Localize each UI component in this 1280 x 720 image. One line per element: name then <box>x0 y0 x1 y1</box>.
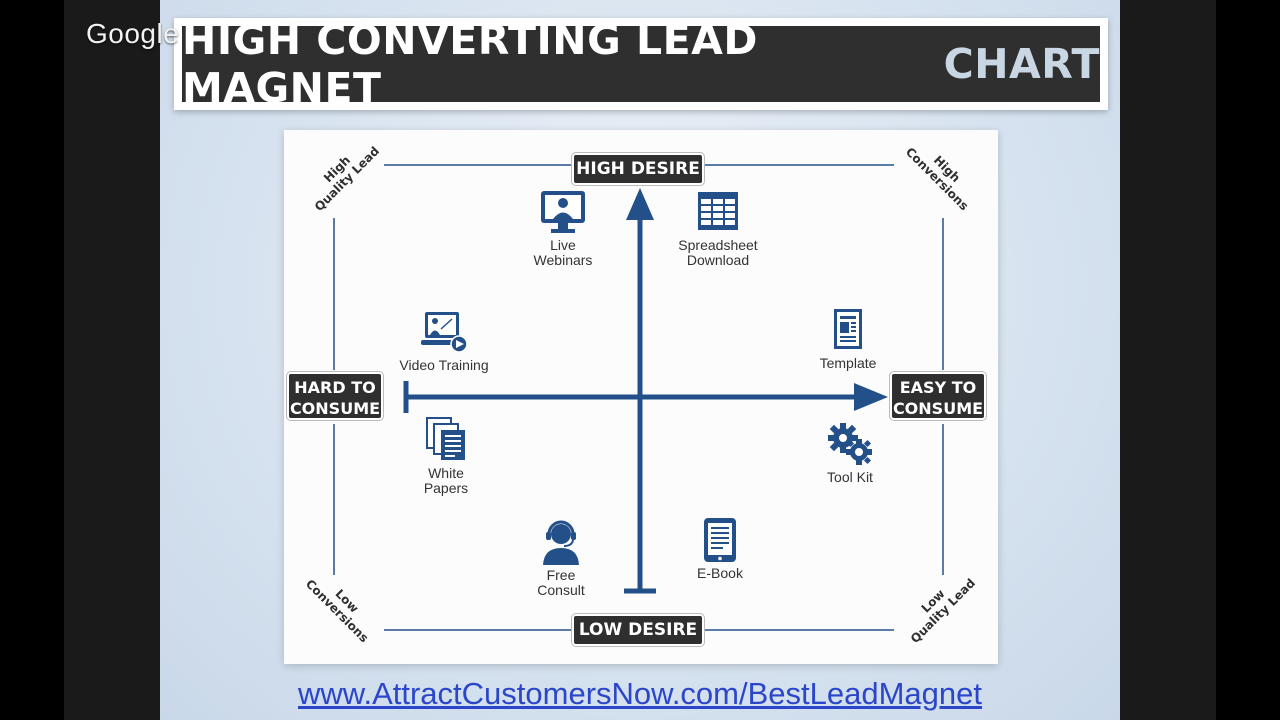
item-live-webinars: Live Webinars <box>503 188 623 268</box>
item-label: E-Book <box>697 565 743 581</box>
lead-magnet-chart: HIGH DESIRE LOW DESIRE HARD TO CONSUME E… <box>284 130 998 664</box>
title-banner: HIGH CONVERTING LEAD MAGNET CHART <box>174 16 1108 112</box>
axis-hard-line2: CONSUME <box>289 399 381 418</box>
axis-label-hard-to-consume: HARD TO CONSUME <box>287 372 383 420</box>
item-free-consult: Free Consult <box>501 518 621 598</box>
title-inner: HIGH CONVERTING LEAD MAGNET CHART <box>182 16 1100 112</box>
footer-link-url[interactable]: www.AttractCustomersNow.com/BestLeadMagn… <box>298 676 982 711</box>
headset-person-icon <box>543 520 579 565</box>
axis-easy-line2: CONSUME <box>892 399 984 418</box>
item-label: Tool Kit <box>827 469 873 485</box>
frame-lines <box>333 164 944 631</box>
item-white-papers: White Papers <box>386 416 506 496</box>
horizontal-arrowhead <box>854 383 888 411</box>
item-tool-kit: Tool Kit <box>790 420 910 485</box>
item-label: Free Consult <box>537 567 585 598</box>
item-ebook: E-Book <box>660 516 780 581</box>
main-axes <box>403 188 888 594</box>
documents-icon <box>426 417 465 460</box>
item-label: Video Training <box>399 357 489 373</box>
gears-icon <box>828 423 872 465</box>
google-watermark-logo: Google <box>86 18 180 49</box>
title-accent: CHART <box>943 40 1100 88</box>
item-spreadsheet-download: Spreadsheet Download <box>658 188 778 268</box>
axis-hard-line1: HARD TO <box>294 378 376 397</box>
axis-label-low-desire: LOW DESIRE <box>572 614 704 646</box>
axis-label-easy-to-consume: EASY TO CONSUME <box>890 372 986 420</box>
item-template: Template <box>788 306 908 371</box>
axis-label-high-desire: HIGH DESIRE <box>572 153 704 185</box>
axis-easy-line1: EASY TO <box>899 378 977 397</box>
item-label: White Papers <box>423 465 469 496</box>
template-icon <box>834 309 862 349</box>
right-black-bar <box>1216 0 1280 720</box>
slide: HIGH CONVERTING LEAD MAGNET CHART <box>160 0 1120 720</box>
vertical-arrowhead <box>626 188 654 220</box>
webinar-icon <box>541 191 585 233</box>
item-video-training: Video Training <box>384 308 504 373</box>
item-label: Spreadsheet Download <box>678 237 758 268</box>
left-black-bar <box>0 0 64 720</box>
ebook-icon <box>704 518 736 562</box>
right-gray-bar <box>1120 0 1216 720</box>
item-label: Template <box>819 355 877 371</box>
title-main: HIGH CONVERTING LEAD MAGNET <box>182 16 758 112</box>
spreadsheet-icon <box>698 192 738 230</box>
item-label: Live Webinars <box>533 237 593 268</box>
video-training-icon <box>421 312 468 353</box>
chart-axes-graphic <box>333 164 944 631</box>
left-gray-bar <box>64 0 160 720</box>
